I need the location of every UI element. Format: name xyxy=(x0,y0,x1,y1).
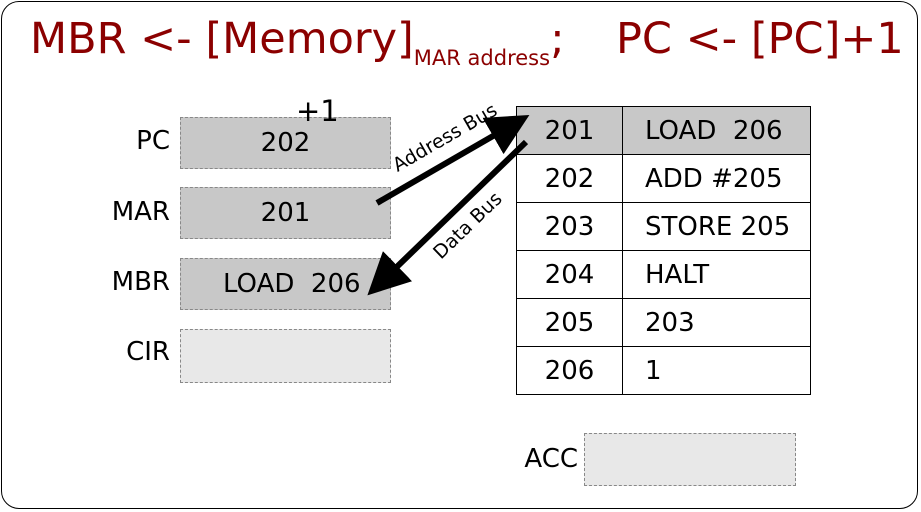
title-mbr-subscript: MAR address xyxy=(413,46,551,70)
mbr-label: MBR xyxy=(111,267,170,297)
pc-increment-label: +1 xyxy=(296,94,339,128)
acc-label: ACC xyxy=(524,444,578,474)
title-pc-expression: PC <- [PC]+1 xyxy=(616,14,904,64)
memory-content: ADD #205 xyxy=(622,154,811,203)
memory-address: 201 xyxy=(516,106,623,155)
memory-content: LOAD 206 xyxy=(622,106,811,155)
pc-label: PC xyxy=(136,126,170,156)
title-semicolon: ; xyxy=(550,14,565,64)
address-bus-arrow xyxy=(375,114,530,206)
title-mbr-expression: MBR <- [Memory]MAR address; xyxy=(30,18,565,69)
mar-label: MAR xyxy=(111,197,170,227)
memory-address: 206 xyxy=(516,346,623,395)
memory-content: 203 xyxy=(622,298,811,347)
memory-address: 202 xyxy=(516,154,623,203)
memory-content: STORE 205 xyxy=(622,202,811,251)
pc-register: 202 xyxy=(180,117,391,169)
title-mbr-text: MBR <- [Memory] xyxy=(30,14,414,64)
memory-content: 1 xyxy=(622,346,811,395)
acc-register xyxy=(584,433,796,486)
mbr-register: LOAD 206 xyxy=(180,258,391,310)
mar-register: 201 xyxy=(180,187,391,239)
cir-label: CIR xyxy=(126,337,170,367)
memory-content: HALT xyxy=(622,250,811,299)
memory-address: 204 xyxy=(516,250,623,299)
cir-register xyxy=(180,329,391,383)
memory-address: 205 xyxy=(516,298,623,347)
data-bus-arrow xyxy=(367,139,529,296)
